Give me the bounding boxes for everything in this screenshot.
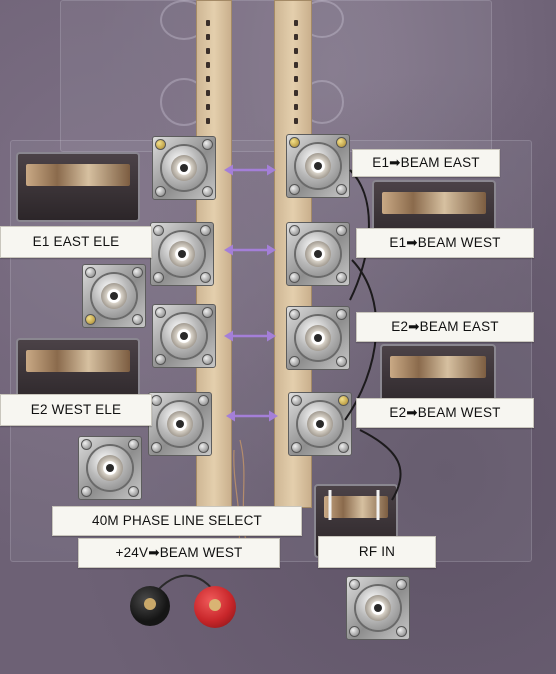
label-e1-beam-west: E1➡BEAM WEST [356, 228, 534, 258]
label-e1-east-ele: E1 EAST ELE [0, 226, 152, 258]
so239-connector [152, 136, 216, 200]
pcb-hole [206, 20, 210, 26]
double-arrow-icon [226, 410, 278, 422]
so239-connector [148, 392, 212, 456]
pcb-hole [294, 48, 298, 54]
so239-connector [288, 392, 352, 456]
pcb-hole [206, 90, 210, 96]
so239-connector [286, 134, 350, 198]
pcb-hole [294, 104, 298, 110]
pcb-hole [206, 76, 210, 82]
pcb-hole [206, 104, 210, 110]
so239-connector [78, 436, 142, 500]
pcb-hole [206, 34, 210, 40]
label-rf-in: RF IN [318, 536, 436, 568]
pcb-hole [294, 118, 298, 124]
pcb-hole [294, 76, 298, 82]
pcb-hole [294, 20, 298, 26]
binding-post-red-hole [209, 599, 221, 611]
so239-connector [286, 306, 350, 370]
so239-connector [346, 576, 410, 640]
label-e2-beam-west: E2➡BEAM WEST [356, 398, 534, 428]
relay-e1-east [16, 152, 140, 222]
label-power-beam-west: +24V➡BEAM WEST [78, 538, 280, 568]
label-e2-beam-east: E2➡BEAM EAST [356, 312, 534, 342]
label-e1-beam-east: E1➡BEAM EAST [352, 149, 500, 177]
label-phase-line-select: 40M PHASE LINE SELECT [52, 506, 302, 536]
pcb-hole [294, 62, 298, 68]
pcb-hole [206, 118, 210, 124]
so239-connector [150, 222, 214, 286]
pcb-hole [294, 90, 298, 96]
so239-connector [152, 304, 216, 368]
double-arrow-icon [224, 164, 276, 176]
pcb-hole [206, 48, 210, 54]
double-arrow-icon [224, 330, 276, 342]
pcb-hole [206, 62, 210, 68]
binding-post-black-hole [144, 598, 156, 610]
label-e2-west-ele: E2 WEST ELE [0, 394, 152, 426]
pcb-hole [294, 34, 298, 40]
so239-connector [286, 222, 350, 286]
double-arrow-icon [224, 244, 276, 256]
so239-connector [82, 264, 146, 328]
